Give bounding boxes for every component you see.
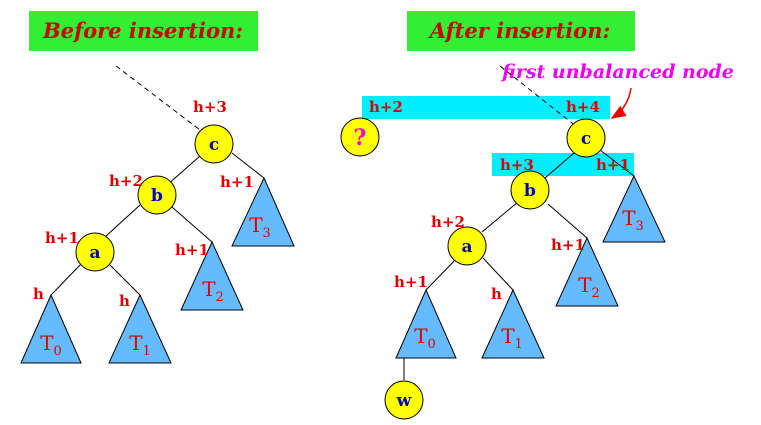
before-edge-c-b xyxy=(165,155,201,187)
before-height-t3: h+1 xyxy=(220,173,254,191)
after-annotation-arrow xyxy=(610,87,632,119)
before-node-b: b xyxy=(137,175,177,215)
svg-text:T3: T3 xyxy=(622,206,644,234)
before-height-a: h+1 xyxy=(45,229,79,247)
after-edge-parent-c xyxy=(499,65,578,128)
after-node-w: w xyxy=(384,380,424,420)
svg-text:b: b xyxy=(524,181,536,201)
before-edge-b-t2 xyxy=(171,206,213,243)
after-node-b: b xyxy=(510,170,550,210)
after-edge-c-t3 xyxy=(599,149,635,177)
after-highlight-mid xyxy=(492,153,634,176)
after-edge-a-t1 xyxy=(482,257,514,291)
before-height-t1: h xyxy=(119,292,130,310)
before-title: Before insertion: xyxy=(42,18,243,43)
after-height-t2: h+1 xyxy=(551,236,585,254)
before-edge-a-t0 xyxy=(50,261,84,296)
after-height-t3: h+1 xyxy=(596,156,630,174)
before-height-b: h+2 xyxy=(109,172,143,190)
after-edge-c-b xyxy=(544,152,575,179)
after-height-t0: h+1 xyxy=(394,273,428,291)
before-title-banner xyxy=(29,11,258,51)
after-edge-a-t0 xyxy=(425,255,460,291)
before-edge-a-t1 xyxy=(107,262,141,296)
before-node-a: a xyxy=(75,232,115,272)
svg-text:c: c xyxy=(581,129,591,149)
after-annotation: first unbalanced node xyxy=(500,61,734,83)
after-subtree-t1: T1 xyxy=(481,288,545,359)
after-title: After insertion: xyxy=(428,18,611,43)
after-edge-b-a xyxy=(481,201,519,233)
after-height-c: h+4 xyxy=(566,98,600,116)
before-panel: Before insertion: T0 T1 T2 T3 c xyxy=(20,11,295,364)
before-edge-parent-c xyxy=(115,65,205,134)
before-subtree-t0: T0 xyxy=(20,293,82,364)
before-height-t0: h xyxy=(33,285,44,303)
after-height-question: h+2 xyxy=(369,98,403,116)
svg-text:T0: T0 xyxy=(414,324,436,352)
svg-text:a: a xyxy=(461,237,472,257)
after-edge-b-t2 xyxy=(547,203,588,239)
after-title-banner xyxy=(407,11,635,51)
before-subtree-t1: T1 xyxy=(108,293,172,364)
svg-text:a: a xyxy=(89,243,100,263)
before-height-c: h+3 xyxy=(193,98,227,116)
after-subtree-t2: T2 xyxy=(555,236,619,307)
after-height-a: h+2 xyxy=(431,213,465,231)
svg-text:T0: T0 xyxy=(40,331,62,359)
after-subtree-t0: T0 xyxy=(395,288,457,359)
before-height-t2: h+1 xyxy=(175,241,209,259)
after-panel: After insertion: first unbalanced node ?… xyxy=(340,11,734,420)
after-question-node: ? xyxy=(340,117,380,157)
after-node-c: c xyxy=(566,118,606,158)
svg-text:c: c xyxy=(209,135,219,155)
after-highlight-top xyxy=(362,96,610,119)
svg-text:w: w xyxy=(396,391,412,411)
before-edge-c-t3 xyxy=(231,152,265,179)
after-height-b: h+3 xyxy=(500,156,534,174)
svg-text:T2: T2 xyxy=(202,277,224,305)
svg-text:T1: T1 xyxy=(501,324,523,352)
svg-text:T3: T3 xyxy=(249,213,271,241)
after-height-t1: h xyxy=(491,285,502,303)
after-node-a: a xyxy=(447,226,487,266)
svg-text:T1: T1 xyxy=(129,331,151,359)
svg-text:T2: T2 xyxy=(578,273,600,301)
svg-text:?: ? xyxy=(354,125,367,151)
before-node-c: c xyxy=(194,124,234,164)
before-edge-b-a xyxy=(104,204,141,238)
before-subtree-t3: T3 xyxy=(231,176,295,247)
svg-text:b: b xyxy=(151,186,163,206)
before-subtree-t2: T2 xyxy=(180,240,244,311)
after-subtree-t3: T3 xyxy=(602,174,666,243)
